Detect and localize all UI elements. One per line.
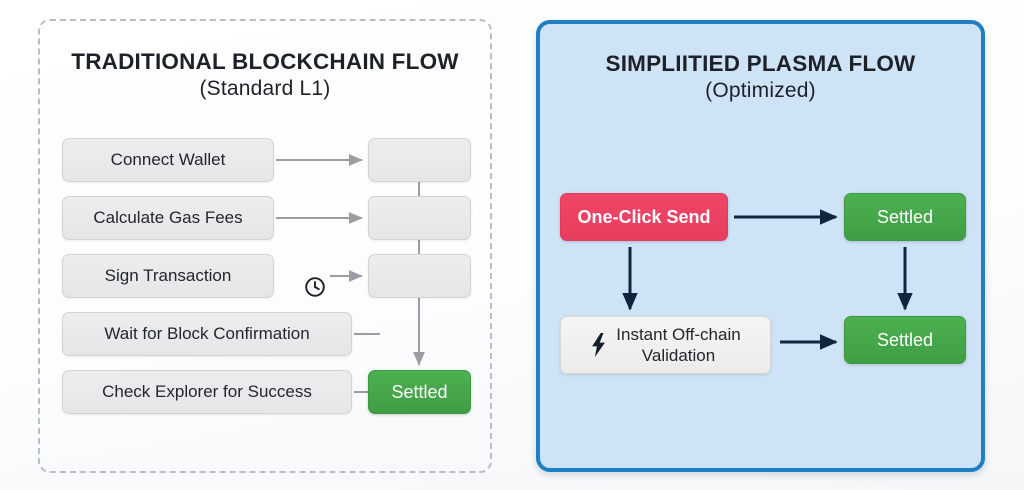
step-check-explorer-for-success-label: Check Explorer for Success	[102, 382, 312, 401]
one-click-send-box[interactable]: One-Click Send	[560, 193, 728, 241]
instant-validation-content: Instant Off-chain Validation	[580, 324, 750, 366]
traditional-settled-label: Settled	[391, 381, 448, 402]
instant-validation-label-line1: Instant Off-chain	[616, 325, 741, 344]
panel-left-title: TRADITIONAL BLOCKCHAIN FLOW (Standard L1…	[40, 48, 490, 103]
plasma-settled-top-box[interactable]: Settled	[844, 193, 966, 241]
panel-left-title-main: TRADITIONAL BLOCKCHAIN FLOW	[71, 49, 459, 74]
step-check-explorer-for-success[interactable]: Check Explorer for Success	[62, 370, 352, 414]
panel-right-title-sub: (Optimized)	[705, 79, 816, 102]
panel-right-title: SIMPLIITIED PLASMA FLOW (Optimized)	[540, 50, 981, 105]
step-connect-wallet-label: Connect Wallet	[110, 150, 226, 169]
one-click-send-label: One-Click Send	[577, 206, 711, 227]
panel-right-title-main: SIMPLIITIED PLASMA FLOW	[605, 51, 916, 76]
step-connect-wallet[interactable]: Connect Wallet	[62, 138, 274, 182]
queue-box-3[interactable]	[368, 254, 471, 298]
step-calculate-gas-fees[interactable]: Calculate Gas Fees	[62, 196, 274, 240]
step-sign-transaction[interactable]: Sign Transaction	[62, 254, 274, 298]
step-sign-transaction-label: Sign Transaction	[104, 266, 232, 285]
panel-traditional-blockchain-flow: TRADITIONAL BLOCKCHAIN FLOW (Standard L1…	[38, 19, 492, 473]
instant-validation-label: Instant Off-chain Validation	[616, 324, 740, 366]
lightning-bolt-icon	[592, 333, 606, 357]
queue-box-2[interactable]	[368, 196, 471, 240]
traditional-settled-box[interactable]: Settled	[368, 370, 471, 414]
instant-validation-label-line2: Validation	[641, 346, 716, 365]
panel-left-title-sub: (Standard L1)	[199, 77, 331, 100]
plasma-settled-bottom-label: Settled	[876, 329, 934, 350]
clock-icon	[305, 277, 325, 297]
instant-offchain-validation-box[interactable]: Instant Off-chain Validation	[560, 316, 771, 374]
step-wait-for-block-confirmation-label: Wait for Block Confirmation	[104, 324, 310, 343]
plasma-settled-top-label: Settled	[876, 206, 934, 227]
step-calculate-gas-fees-label: Calculate Gas Fees	[93, 208, 243, 227]
panel-simplified-plasma-flow: SIMPLIITIED PLASMA FLOW (Optimized) One-…	[536, 20, 985, 472]
plasma-settled-bottom-box[interactable]: Settled	[844, 316, 966, 364]
step-wait-for-block-confirmation[interactable]: Wait for Block Confirmation	[62, 312, 352, 356]
queue-box-1[interactable]	[368, 138, 471, 182]
